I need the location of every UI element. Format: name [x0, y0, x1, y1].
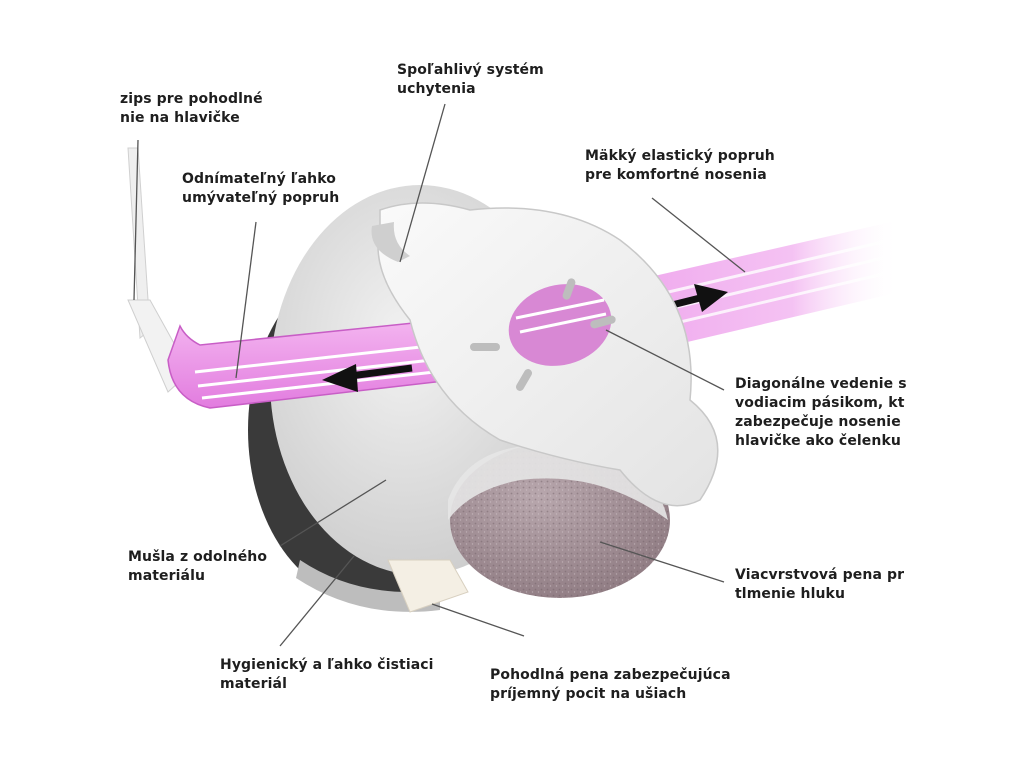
label-removable-strap-line2: umývateľný popruh: [182, 190, 340, 206]
label-clip-line2: uchytenia: [397, 81, 476, 97]
label-multilayer-foam: Viacvrstvová pena pr tlmenie hluku: [735, 566, 904, 604]
guide-slot-icon: [470, 278, 616, 391]
label-clips-comfort-line2: nie na hlavičke: [120, 110, 240, 126]
label-diagonal-line2: vodiacim pásikom, kt: [735, 395, 905, 411]
label-removable-strap-line1: Odnímateľný ľahko: [182, 171, 336, 187]
label-multilayer-foam-line1: Viacvrstvová pena pr: [735, 567, 905, 583]
label-hygienic-line2: materiál: [220, 676, 287, 692]
label-hygienic-line1: Hygienický a ľahko čistiaci: [220, 657, 434, 673]
label-comfort-foam-line2: príjemný pocit na ušiach: [490, 686, 687, 702]
label-comfort-foam-line1: Pohodlná pena zabezpečujúca: [490, 667, 731, 683]
label-removable-strap: Odnímateľný ľahko umývateľný popruh: [182, 170, 339, 208]
label-multilayer-foam-line2: tlmenie hluku: [735, 586, 846, 602]
leader-comfort-foam: [431, 603, 525, 637]
label-diagonal-line3: zabezpečuje nosenie: [735, 414, 901, 430]
label-clips-comfort-line1: zips pre pohodlné: [120, 91, 263, 107]
leader-soft-strap: [651, 197, 746, 273]
label-diagonal-line1: Diagonálne vedenie s: [735, 376, 907, 392]
label-clips-comfort: zips pre pohodlné nie na hlavičke: [120, 90, 263, 128]
leader-shell: [279, 479, 387, 547]
leader-diagonal: [605, 329, 725, 391]
leader-clips-comfort: [133, 139, 139, 301]
label-clip-line1: Spoľahlivý systém: [397, 62, 544, 78]
attachment-plate: [371, 202, 719, 507]
label-soft-strap-line2: pre komfortné nosenia: [585, 167, 767, 183]
hygienic-pad: [387, 559, 469, 613]
label-clip-system: Spoľahlivý systém uchytenia: [397, 61, 544, 99]
label-shell-line2: materiálu: [128, 568, 206, 584]
label-shell: Mušla z odolného materiálu: [128, 548, 267, 586]
label-soft-strap-line1: Mäkký elastický popruh: [585, 148, 775, 164]
label-diagonal-line4: hlavičke ako čelenku: [735, 433, 901, 449]
label-shell-line1: Mušla z odolného: [128, 549, 268, 565]
leader-multilayer-foam: [599, 541, 725, 583]
label-soft-strap: Mäkký elastický popruh pre komfortné nos…: [585, 147, 775, 185]
leader-hygienic: [279, 555, 355, 647]
label-hygienic-material: Hygienický a ľahko čistiaci materiál: [220, 656, 434, 694]
leader-lines: [133, 103, 746, 647]
arrow-left-icon: [322, 364, 413, 392]
leader-clip: [399, 103, 446, 263]
label-diagonal-guide: Diagonálne vedenie s vodiacim pásikom, k…: [735, 375, 907, 451]
leader-removable-strap: [235, 221, 257, 379]
label-comfort-foam: Pohodlná pena zabezpečujúca príjemný poc…: [490, 666, 731, 704]
